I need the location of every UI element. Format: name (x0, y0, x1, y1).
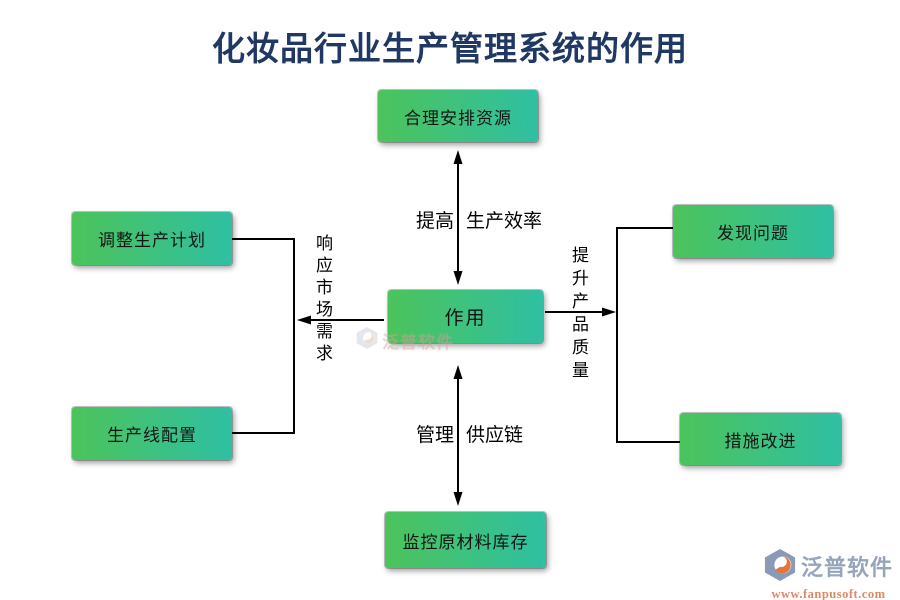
node-monitor-raw-material-stock: 监控原材料库存 (385, 512, 546, 568)
watermark-logo-icon (356, 326, 378, 355)
node-adjust-production-plan: 调整生产计划 (72, 212, 232, 265)
edge-label-bottom-right: 供应链 (466, 425, 524, 446)
node-arrange-resources: 合理安排资源 (378, 90, 538, 142)
edge-label-respond-market-demand: 响应市场需求 (313, 234, 332, 366)
node-measure-improvement: 措施改进 (680, 413, 841, 465)
edge-label-top-right: 生产效率 (466, 211, 543, 232)
fanpu-logo-name: 泛普软件 (801, 554, 894, 580)
node-production-line-config: 生产线配置 (72, 407, 232, 460)
edge-label-improve-product-quality: 提升产品质量 (569, 246, 588, 384)
fanpu-logo-url: www.fanpusoft.com (771, 587, 886, 600)
fanpu-logo: 泛普软件 www.fanpusoft.com (764, 548, 893, 600)
fanpu-logo-icon (764, 548, 798, 587)
node-find-problems: 发现问题 (673, 205, 833, 258)
edge-label-top-left: 提高 (415, 211, 454, 232)
diagram-title: 化妆品行业生产管理系统的作用 (212, 30, 688, 67)
node-role-center: 作用 (388, 290, 543, 343)
edge-label-bottom-left: 管理 (415, 425, 454, 446)
